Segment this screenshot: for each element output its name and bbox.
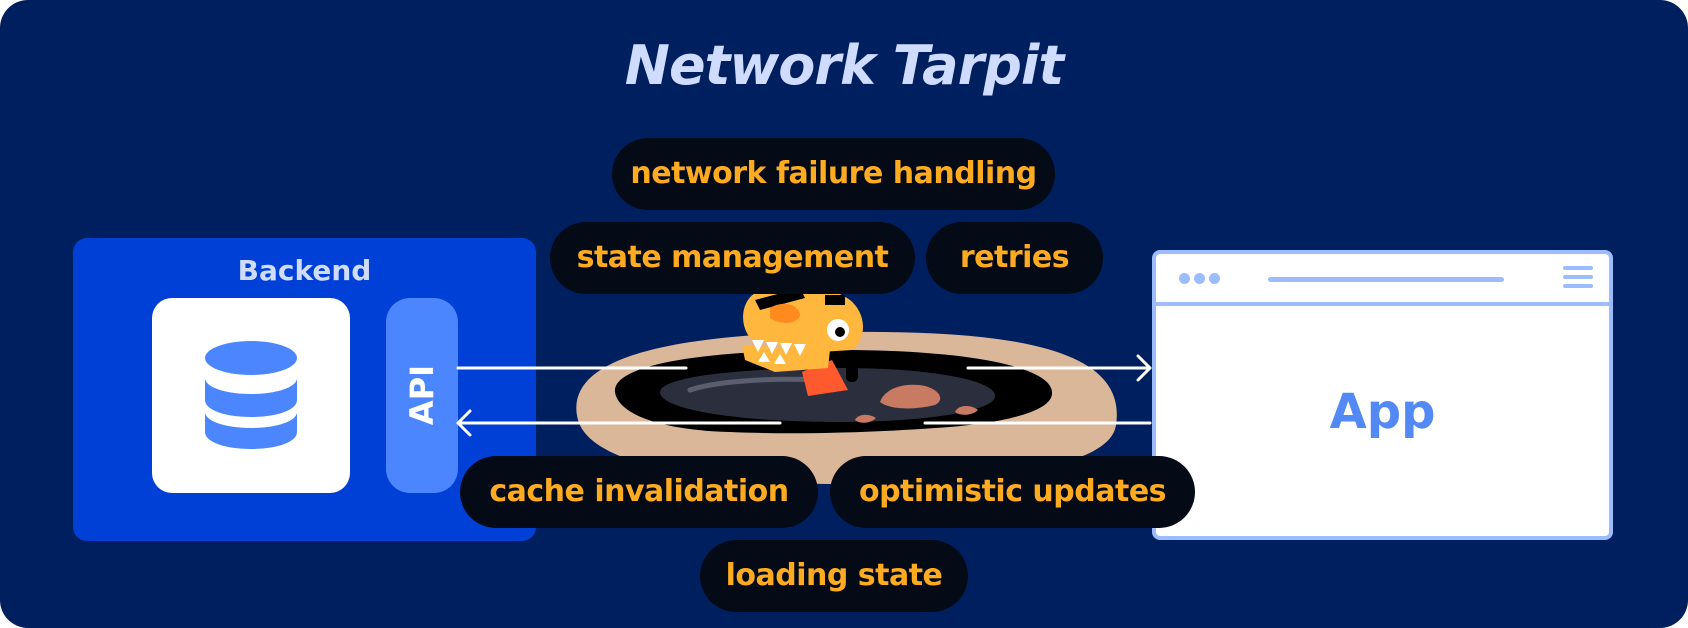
response-arrow — [456, 409, 1152, 437]
diagram-title: Network Tarpit — [624, 34, 1064, 97]
concern-optimistic-updates: optimistic updates — [830, 456, 1195, 528]
api-block: API — [386, 298, 458, 493]
app-window-titlebar — [1156, 254, 1609, 306]
concern-cache-invalidation: cache invalidation — [460, 456, 818, 528]
backend-panel: Backend API — [73, 238, 536, 541]
concern-retries: retries — [926, 222, 1103, 294]
concern-loading-state: loading state — [700, 540, 968, 612]
concern-network-failure-handling: network failure handling — [612, 138, 1055, 210]
address-bar-icon — [1268, 277, 1504, 282]
request-arrow — [456, 354, 1152, 382]
database-card — [152, 298, 350, 493]
app-window: App — [1152, 250, 1613, 540]
dinosaur-skull-icon — [742, 284, 863, 396]
app-label: App — [1329, 384, 1436, 440]
concern-state-management: state management — [550, 222, 915, 294]
backend-label: Backend — [237, 254, 372, 287]
database-icon — [205, 341, 297, 449]
